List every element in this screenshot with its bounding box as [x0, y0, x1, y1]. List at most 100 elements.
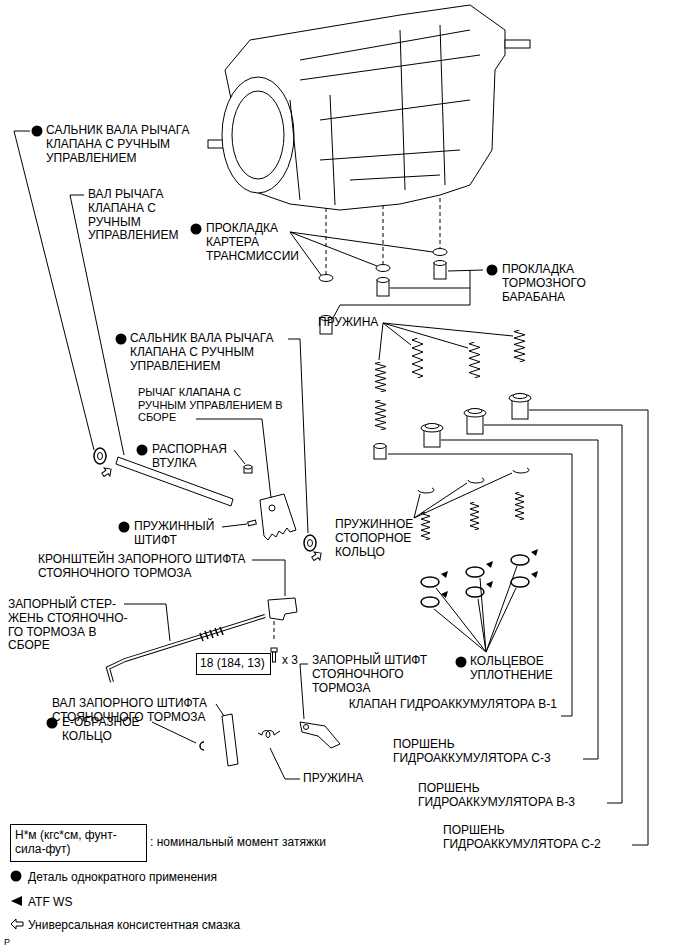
spring	[515, 492, 524, 520]
accumulator-valve	[374, 444, 386, 449]
leader-line	[333, 270, 483, 318]
part-label: ЗАПОРНЫЙ СТЕР- ЖЕНЬ СТОЯНОЧНО- ГО ТОРМОЗ…	[8, 598, 133, 653]
legend-text: Универсальная консистентная смазка	[28, 918, 240, 932]
grease-mark	[100, 465, 114, 479]
leader-line	[152, 722, 196, 743]
spring	[514, 330, 525, 362]
part-label: КОЛЬЦЕВОЕ УПЛОТНЕНИЕ	[470, 655, 580, 683]
leader-line	[414, 473, 512, 518]
part-label: РЫЧАГ КЛАПАНА С РУЧНЫМ УПРАВЛЕНИЕМ В СБО…	[138, 386, 288, 424]
manual-valve-lever	[260, 494, 296, 540]
drum-gasket	[434, 261, 446, 266]
single-use-mark	[456, 657, 467, 668]
leader-line	[379, 323, 513, 360]
atf-arrow	[486, 561, 493, 568]
snap-ring	[513, 468, 529, 473]
case-gasket	[433, 249, 447, 256]
single-use-mark	[32, 126, 43, 137]
legend-symbol	[10, 918, 24, 930]
leader-line	[290, 232, 433, 275]
legend-entry: ATF WS	[10, 895, 72, 910]
dash-line	[326, 208, 327, 274]
legend-entry: Универсальная консистентная смазка	[10, 918, 240, 933]
part-label: ПРУЖИННЫЙ ШТИФТ	[134, 520, 234, 548]
legend-symbol	[10, 870, 24, 882]
spacer	[244, 465, 252, 469]
legend-symbol	[10, 895, 24, 907]
leader-line	[14, 131, 94, 450]
spring	[412, 338, 423, 378]
oil-seal	[98, 453, 103, 460]
pawl-bracket	[268, 598, 297, 620]
leader-lines	[14, 131, 648, 845]
spring	[470, 502, 479, 530]
springs	[375, 330, 525, 540]
leader-line	[216, 704, 224, 716]
single-use-mark	[116, 334, 127, 345]
oil-seal	[94, 448, 106, 464]
atf-arrow	[531, 549, 538, 556]
accumulator-piston	[513, 394, 527, 399]
atf-marks	[441, 549, 538, 598]
manual-valve-parts	[94, 448, 324, 620]
bolt	[273, 652, 276, 662]
accumulator-piston	[468, 409, 482, 414]
single-use-marks	[32, 126, 498, 729]
leader-line	[288, 339, 308, 533]
single-use-mark	[119, 522, 130, 533]
quantity-label: x 3	[282, 654, 312, 668]
spring	[469, 342, 480, 378]
grease-mark	[310, 549, 324, 563]
grease-mark	[11, 919, 23, 929]
leader-line	[270, 748, 300, 779]
part-label: Е-ОБРАЗНОЕ КОЛЬЦО	[62, 716, 172, 744]
accumulator-piston	[509, 394, 531, 402]
part-label: ПРУЖИНА	[303, 772, 383, 786]
part-label: ПОРШЕНЬ ГИДРОАККУМУЛЯТОРА C-3	[393, 738, 578, 766]
page-mark: P	[4, 937, 24, 947]
bell-housing-inner	[232, 91, 284, 179]
legend-text: Деталь однократного применения	[28, 870, 217, 884]
spring	[375, 362, 386, 392]
o-ring	[511, 555, 529, 565]
o-ring	[421, 577, 439, 587]
part-label: ПРОКЛАДКА КАРТЕРА ТРАНСМИССИИ	[206, 222, 316, 263]
single-use-mark	[11, 871, 22, 882]
case-gasket	[376, 265, 390, 272]
leader-line	[196, 419, 271, 498]
box-text: 18 (184, 13)	[200, 657, 267, 671]
part-label: КРОНШТЕЙН ЗАПОРНОГО ШТИФТА СТОЯНОЧНОГО Т…	[38, 553, 268, 581]
case-detail	[290, 95, 335, 205]
dash-line	[383, 205, 384, 264]
oil-seal	[308, 540, 313, 547]
transmission	[208, 5, 530, 210]
o-ring	[511, 577, 529, 587]
atf-arrow	[441, 571, 448, 578]
oil-seal	[304, 535, 316, 551]
part-label: ВАЛ РЫЧАГА КЛАПАНА С РУЧНЫМ УПРАВЛЕНИЕМ	[88, 188, 188, 243]
spring	[421, 512, 430, 540]
torque-box: 18 (184, 13)	[196, 653, 271, 675]
o-rings	[421, 555, 529, 607]
leader-line	[252, 560, 285, 596]
o-ring	[466, 567, 484, 577]
legend-entry: Деталь однократного применения	[10, 870, 217, 885]
part-label: КЛАПАН ГИДРОАККУМУЛЯТОРА B-1	[312, 698, 557, 712]
accumulator-piston	[425, 424, 439, 429]
part-label: ПОРШЕНЬ ГИДРОАККУМУЛЯТОРА B-3	[418, 782, 603, 810]
snap-ring	[418, 488, 434, 493]
part-label: ПРУЖИНА	[318, 316, 398, 330]
gaskets	[319, 249, 447, 335]
e-ring	[200, 742, 204, 750]
part-label: ЗАПОРНЫЙ ШТИФТ СТОЯНОЧНОГО ТОРМОЗА	[312, 654, 442, 695]
leader-line	[529, 410, 648, 845]
part-label: ПРОКЛАДКА ТОРМОЗНОГО БАРАБАНА	[502, 263, 612, 304]
dash-line	[440, 198, 441, 248]
leader-line	[484, 425, 622, 803]
pistons	[374, 394, 531, 460]
bell-housing	[222, 77, 294, 193]
leader-line	[434, 566, 517, 652]
accumulator-piston	[464, 409, 486, 417]
